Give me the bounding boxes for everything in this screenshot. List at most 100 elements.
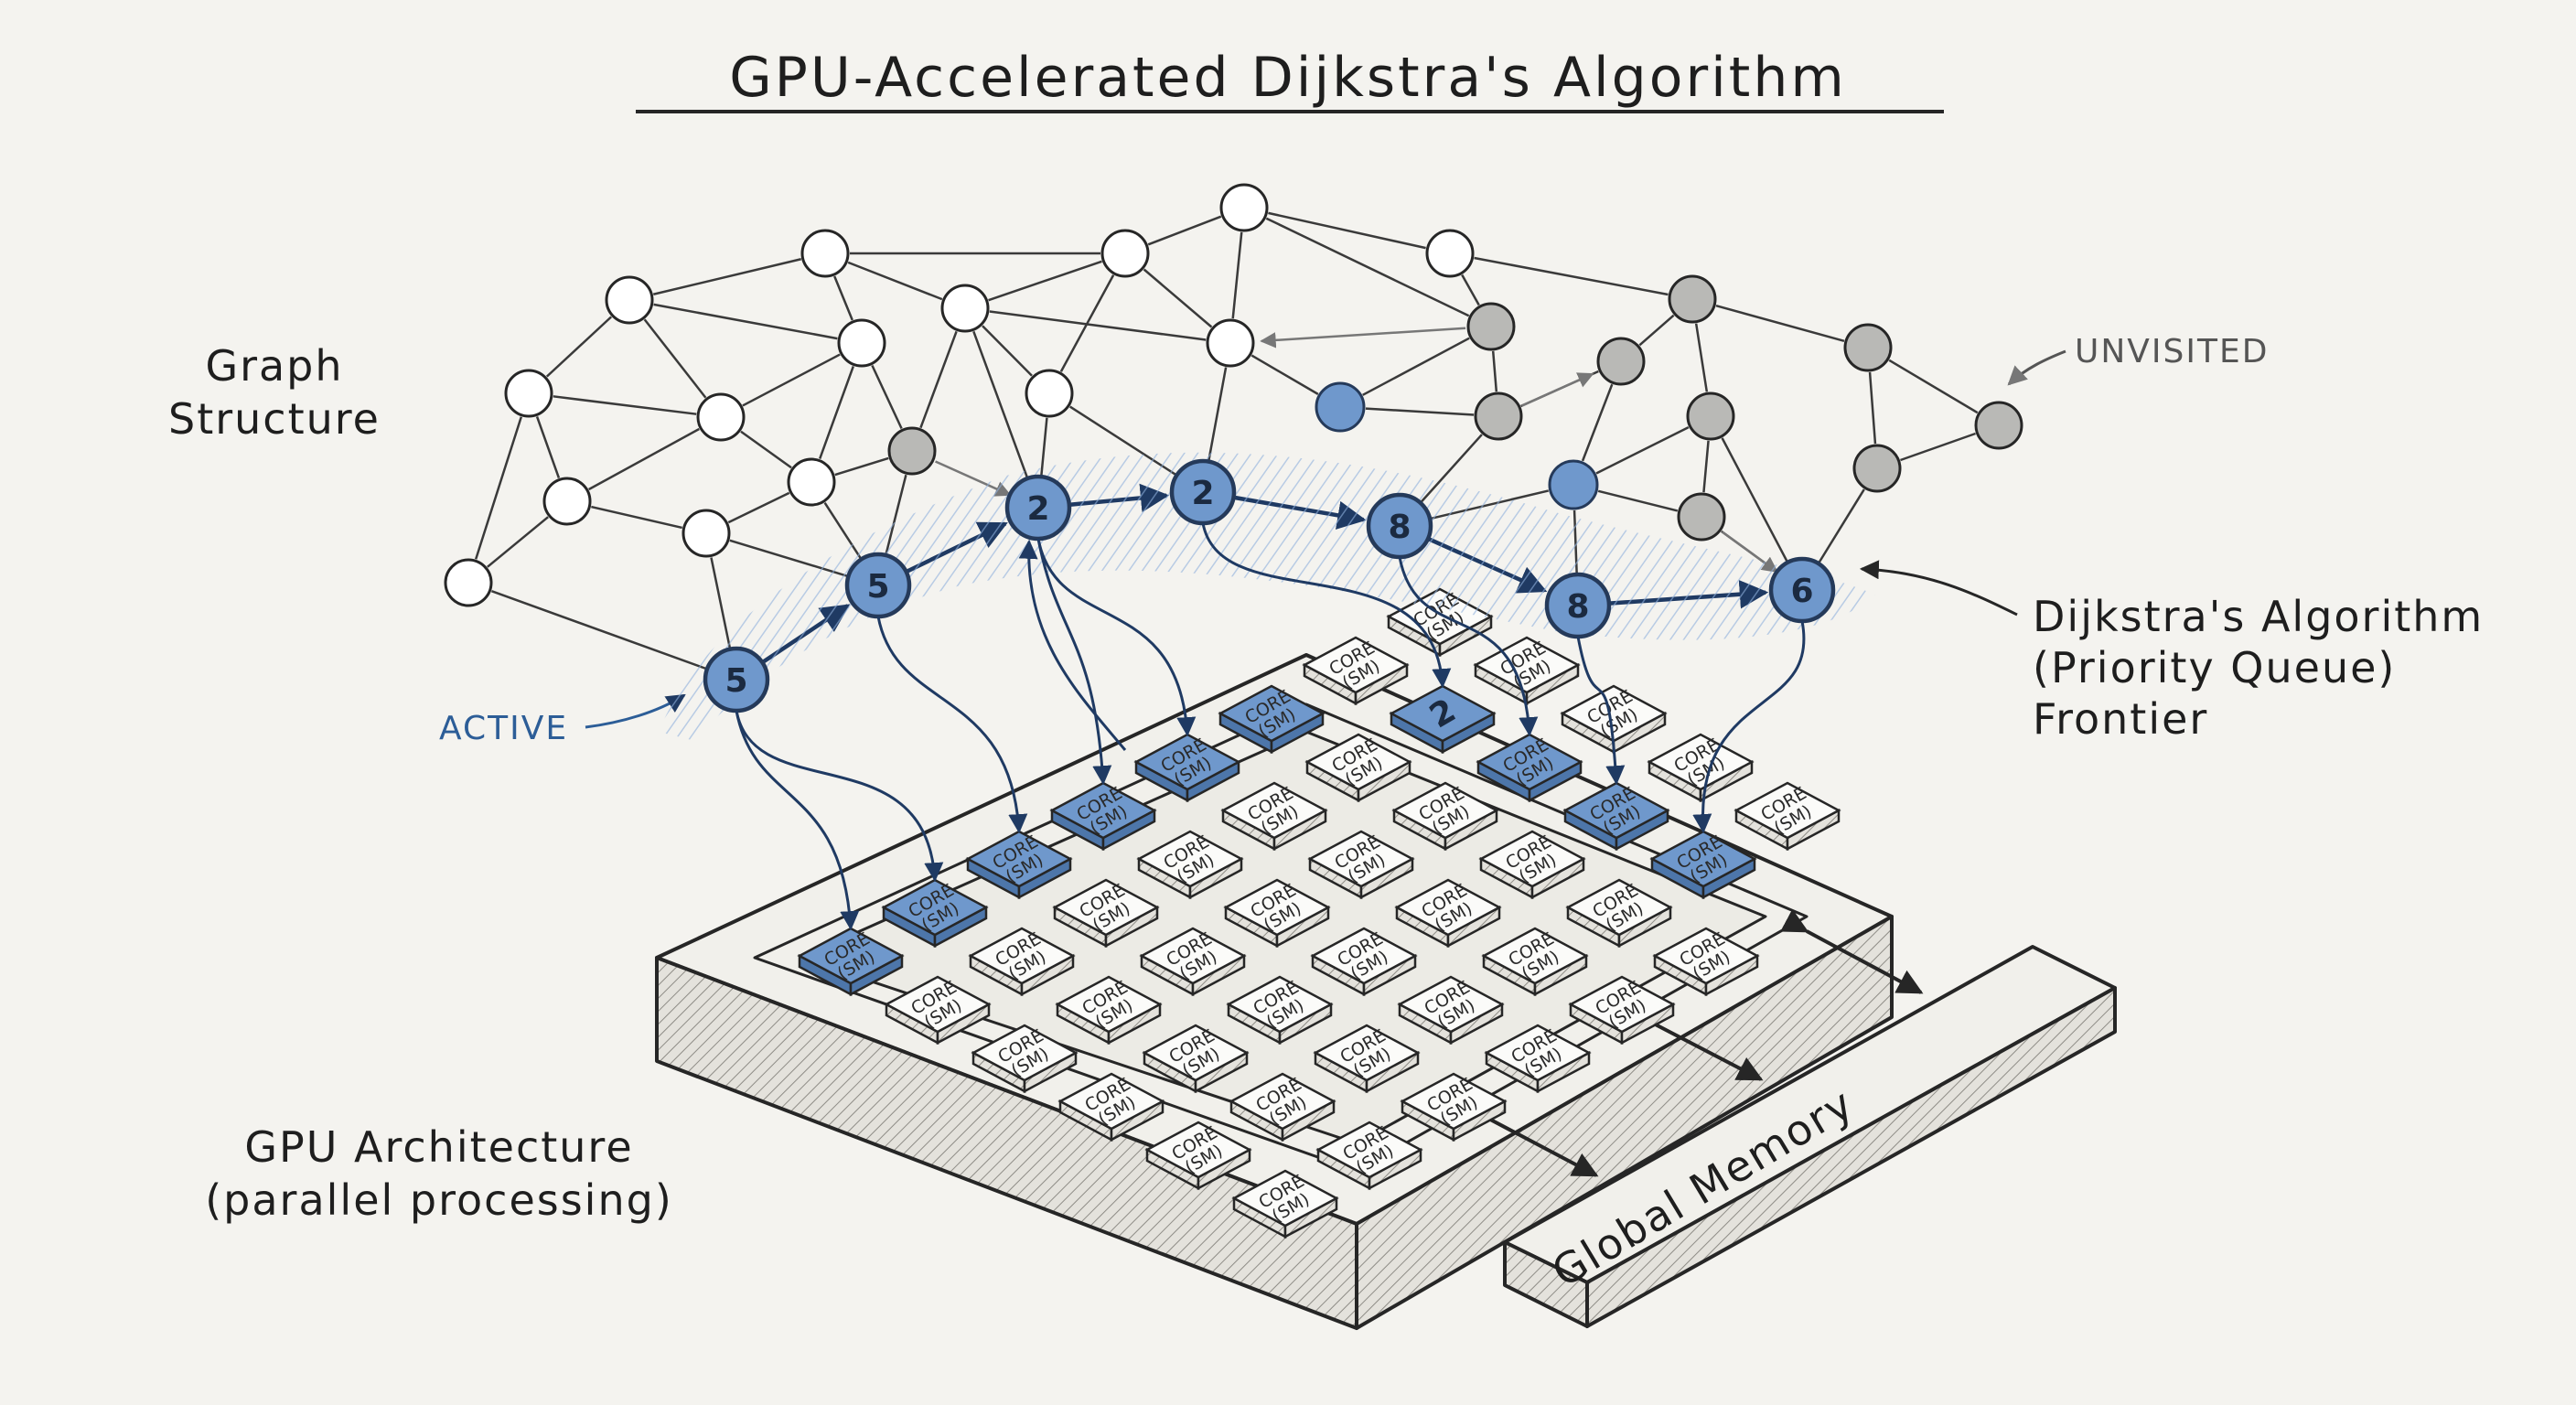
gpu-core: CORE(SM) [1310, 927, 1418, 997]
svg-text:(Priority Queue): (Priority Queue) [2033, 643, 2396, 692]
frontier-node: 8 [1544, 572, 1612, 639]
graph-edge [1721, 437, 1788, 562]
graph-node [787, 457, 836, 507]
relaxation-edge [1260, 327, 1466, 349]
graph-edge [1638, 314, 1675, 347]
unvisited-node [1974, 401, 2023, 450]
unvisited-annotation: UNVISITED [2007, 333, 2269, 386]
node-core-mapping-curve [735, 710, 860, 931]
node-to-core-mappings [735, 522, 1806, 931]
frontier-node: 2 [1004, 474, 1072, 542]
graph-node [1100, 229, 1150, 278]
gpu-core: CORE(SM) [1302, 636, 1410, 706]
graph-node [542, 477, 592, 526]
node-core-mapping-curve [876, 616, 1028, 834]
graph-edge [919, 330, 958, 429]
frontier-node-label: 6 [1790, 573, 1813, 610]
gpu-core: CORE(SM) [1562, 781, 1670, 852]
memory-bus-arrows [1454, 908, 1924, 1177]
gpu-core: CORE(SM) [965, 830, 1073, 900]
gpu-core: CORE(SM) [1568, 975, 1676, 1046]
gpu-core: CORE(SM) [884, 975, 992, 1046]
frontier-node: 5 [844, 552, 912, 619]
graph-edge [1143, 268, 1213, 328]
unvisited-node [887, 426, 937, 476]
gpu-core: CORE(SM) [881, 878, 989, 949]
svg-text:(parallel processing): (parallel processing) [205, 1175, 673, 1225]
gpu-core: CORE(SM) [1055, 975, 1163, 1046]
svg-text:Dijkstra's Algorithm: Dijkstra's Algorithm [2033, 592, 2484, 641]
gpu-core: CORE(SM) [1391, 781, 1499, 852]
frontier-node-label: 2 [1026, 490, 1049, 528]
frontier-node: 8 [1366, 492, 1433, 560]
graph-edge [1715, 304, 1845, 343]
svg-text:Structure: Structure [168, 394, 381, 444]
frontier-node-label: 5 [724, 662, 747, 700]
graph-node [940, 284, 990, 333]
graph-edge [1868, 371, 1877, 445]
graph-edge [988, 260, 1102, 302]
node-core-mapping-curve [1201, 522, 1452, 689]
relaxation-edge [1521, 372, 1594, 407]
graph-edge [553, 395, 697, 415]
gpu-core: CORE(SM) [1397, 975, 1505, 1046]
node-core-mapping-curve [1036, 538, 1112, 786]
graph-edge [989, 310, 1207, 341]
graph-edge [1147, 215, 1222, 246]
gpu-core: CORE(SM) [1231, 1169, 1339, 1239]
gpu-core: CORE(SM) [1307, 830, 1415, 900]
graph-edge [1702, 440, 1710, 493]
svg-text:GPU Architecture: GPU Architecture [244, 1122, 633, 1172]
frontier-node-label: 5 [866, 568, 889, 606]
graph-edge [475, 416, 522, 560]
graph-edge [1265, 217, 1470, 317]
global-memory-block [1503, 945, 2117, 1328]
gpu-core: CORE(SM) [1133, 733, 1241, 803]
graph-edge [1231, 231, 1243, 319]
frontier-node-label: 2 [1191, 475, 1214, 512]
graph-structure-label: Graph Structure [168, 341, 381, 444]
visited-node [1548, 459, 1599, 510]
svg-text:UNVISITED: UNVISITED [2075, 333, 2269, 370]
gpu-core: CORE(SM) [1220, 781, 1328, 852]
graph-edge [652, 258, 802, 295]
gpu-architecture-label: GPU Architecture (parallel processing) [205, 1122, 673, 1225]
graph-edge [591, 505, 682, 530]
gpu-core: CORE(SM) [1394, 878, 1502, 949]
unvisited-node [1466, 302, 1516, 351]
node-core-mapping-curve [1398, 556, 1539, 737]
gpu-core: CORE(SM) [1049, 781, 1157, 852]
graph-edge [1597, 489, 1679, 512]
graph-edge [545, 316, 613, 378]
frontier-highlight [659, 452, 1875, 741]
graph-edge [1900, 432, 1976, 462]
gpu-core: CORE(SM) [1652, 927, 1760, 997]
gpu-core: CORE(SM) [1484, 1024, 1592, 1094]
graph-edge [834, 456, 889, 477]
frontier-annotation: Dijkstra's Algorithm (Priority Queue) Fr… [1859, 560, 2484, 744]
gpu-core: CORE(SM) [1481, 927, 1589, 997]
graph-edge [1491, 350, 1498, 392]
graph-node [837, 318, 886, 368]
core-grid: CORE(SM)CORE(SM)CORE(SM)CORE(SM)CORE(SM)… [797, 587, 1841, 1239]
unvisited-node [1474, 391, 1523, 441]
graph-node [696, 392, 746, 442]
graph-edge [588, 427, 700, 491]
graph-node [444, 558, 493, 607]
graph-edge [740, 430, 792, 469]
svg-text:Graph: Graph [205, 341, 343, 391]
graph-node [504, 369, 553, 418]
node-core-mapping-curve [1036, 538, 1197, 737]
gpu-core: CORE(SM) [1313, 1024, 1421, 1094]
unvisited-node [1843, 323, 1893, 372]
gpu-core: CORE(SM) [1226, 975, 1334, 1046]
graph-edge [982, 325, 1033, 377]
graph-edge [1474, 256, 1669, 296]
core-node-return-curve [1018, 539, 1127, 751]
frontier-node: 2 [1169, 458, 1237, 526]
graph-edge [487, 516, 549, 568]
graph-node [1425, 229, 1475, 278]
node-core-mapping-curve [1692, 620, 1806, 834]
gpu-core: CORE(SM) [1733, 781, 1841, 852]
